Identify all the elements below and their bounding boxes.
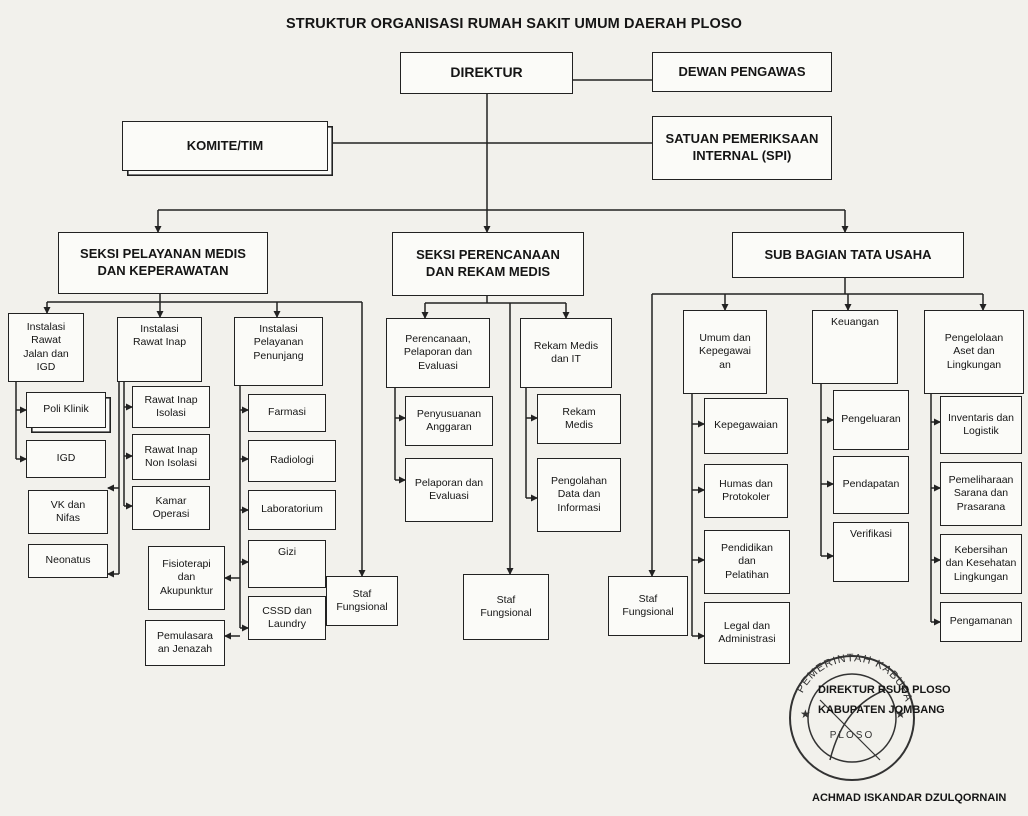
- seal-mid-text: PLOSO: [830, 730, 874, 741]
- pengolahan-data-box: Pengolahan Data dan Informasi: [537, 458, 621, 532]
- sub-bagian-tata-usaha-box: SUB BAGIAN TATA USAHA: [732, 232, 964, 278]
- pengelolaan-aset-box: Pengelolaan Aset dan Lingkungan: [924, 310, 1024, 394]
- farmasi-box: Farmasi: [248, 394, 326, 432]
- umum-kepegawaian-box: Umum dan Kepegawai an: [683, 310, 767, 394]
- svg-text:★: ★: [800, 707, 811, 721]
- gizi-box: Gizi: [248, 540, 326, 588]
- penyusunan-anggaran-box: Penyusuanan Anggaran: [405, 396, 493, 446]
- chart-title: STRUKTUR ORGANISASI RUMAH SAKIT UMUM DAE…: [285, 16, 742, 32]
- pemeliharaan-sarana-box: Pemeliharaan Sarana dan Prasarana: [940, 462, 1022, 526]
- instalasi-rawat-inap-box: Instalasi Rawat Inap: [117, 317, 202, 382]
- radiologi-box: Radiologi: [248, 440, 336, 482]
- rekam-medis-box: Rekam Medis: [537, 394, 621, 444]
- instalasi-penunjang-box: Instalasi Pelayanan Penunjang: [234, 317, 323, 386]
- pelaporan-evaluasi-box: Pelaporan dan Evaluasi: [405, 458, 493, 522]
- humas-protokoler-box: Humas dan Protokoler: [704, 464, 788, 518]
- instalasi-rawat-jalan-box: Instalasi Rawat Jalan dan IGD: [8, 313, 84, 382]
- pendidikan-pelatihan-box: Pendidikan dan Pelatihan: [704, 530, 790, 594]
- verifikasi-box: Verifikasi: [833, 522, 909, 582]
- keuangan-box: Keuangan: [812, 310, 898, 384]
- perencanaan-pelaporan-box: Perencanaan, Pelaporan dan Evaluasi: [386, 318, 490, 388]
- neonatus-box: Neonatus: [28, 544, 108, 578]
- poli-klinik-box: Poli Klinik: [26, 392, 106, 428]
- cssd-laundry-box: CSSD dan Laundry: [248, 596, 326, 640]
- legal-administrasi-box: Legal dan Administrasi: [704, 602, 790, 664]
- rawat-inap-isolasi-box: Rawat Inap Isolasi: [132, 386, 210, 428]
- dewan-pengawas-box: DEWAN PENGAWAS: [652, 52, 832, 92]
- kebersihan-kesehatan-box: Kebersihan dan Kesehatan Lingkungan: [940, 534, 1022, 594]
- official-seal: PLOSO PEMERINTAH KABUPATEN ★ ★: [780, 610, 915, 781]
- vk-nifas-box: VK dan Nifas: [28, 490, 108, 534]
- pemulasaraan-jenazah-box: Pemulasara an Jenazah: [145, 620, 225, 666]
- komite-box: KOMITE/TIM: [122, 121, 328, 171]
- signature-title: DIREKTUR RSUD PLOSO: [818, 684, 951, 696]
- seksi-perencanaan-box: SEKSI PERENCANAAN DAN REKAM MEDIS: [392, 232, 584, 296]
- pengeluaran-box: Pengeluaran: [833, 390, 909, 450]
- signature-name: ACHMAD ISKANDAR DZULQORNAIN: [812, 792, 1007, 804]
- seksi-pelayanan-medis-box: SEKSI PELAYANAN MEDIS DAN KEPERAWATAN: [58, 232, 268, 294]
- kamar-operasi-box: Kamar Operasi: [132, 486, 210, 530]
- igd-box: IGD: [26, 440, 106, 478]
- spi-box: SATUAN PEMERIKSAAN INTERNAL (SPI): [652, 116, 832, 180]
- rawat-inap-non-isolasi-box: Rawat Inap Non Isolasi: [132, 434, 210, 480]
- pengamanan-box: Pengamanan: [940, 602, 1022, 642]
- inventaris-logistik-box: Inventaris dan Logistik: [940, 396, 1022, 454]
- signature-region: KABUPATEN JOMBANG: [818, 704, 945, 716]
- rekam-medis-it-box: Rekam Medis dan IT: [520, 318, 612, 388]
- kepegawaian-box: Kepegawaian: [704, 398, 788, 454]
- laboratorium-box: Laboratorium: [248, 490, 336, 530]
- fisioterapi-box: Fisioterapi dan Akupunktur: [148, 546, 225, 610]
- svg-text:★: ★: [895, 707, 906, 721]
- direktur-box: DIREKTUR: [400, 52, 573, 94]
- pendapatan-box: Pendapatan: [833, 456, 909, 514]
- staf-fungsional-medis-box: Staf Fungsional: [326, 576, 398, 626]
- staf-fungsional-perencanaan-box: Staf Fungsional: [463, 574, 549, 640]
- staf-fungsional-tu-box: Staf Fungsional: [608, 576, 688, 636]
